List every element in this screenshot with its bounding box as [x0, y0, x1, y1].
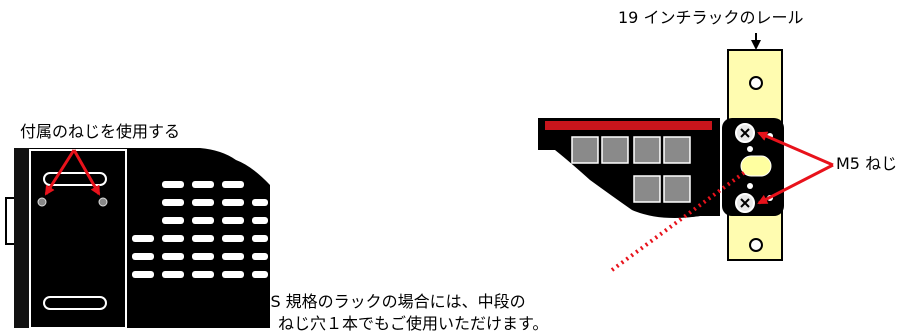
bracket-slot-bottom	[43, 296, 107, 310]
front-panel-stripe	[545, 121, 715, 130]
arrow-to-m5-top	[757, 131, 834, 167]
arrow-to-m5-bottom	[757, 163, 834, 205]
note-line-2: ねじ穴１本でもご使用いただけます。	[278, 314, 549, 333]
mounting-ear	[722, 118, 784, 216]
label-use-included-screws: 付属のねじを使用する	[20, 122, 181, 141]
center-slot	[740, 155, 772, 177]
screw-hole-left	[37, 197, 47, 207]
arrow-to-left-screw	[44, 149, 76, 196]
label-m5-screws: M5 ねじ	[836, 154, 898, 173]
screw-hole-right	[98, 197, 108, 207]
rail-hole-bottom	[749, 238, 763, 252]
jis-rack-note: ＊JIS 規格のラックの場合には、中段の ねじ穴１本でもご使用いただけます。	[245, 291, 548, 335]
ports-top-row	[571, 136, 691, 164]
label-19-inch-rack-rail: 19 インチラックのレール	[618, 8, 804, 27]
note-line-1: ＊JIS 規格のラックの場合には、中段の	[245, 292, 526, 311]
rail-hole-top	[749, 76, 763, 90]
vent-slots	[132, 181, 268, 278]
device-front-view	[538, 118, 720, 218]
device-side-view	[5, 148, 270, 329]
ports-bottom-row	[633, 175, 691, 203]
arrow-to-right-screw	[72, 149, 101, 196]
